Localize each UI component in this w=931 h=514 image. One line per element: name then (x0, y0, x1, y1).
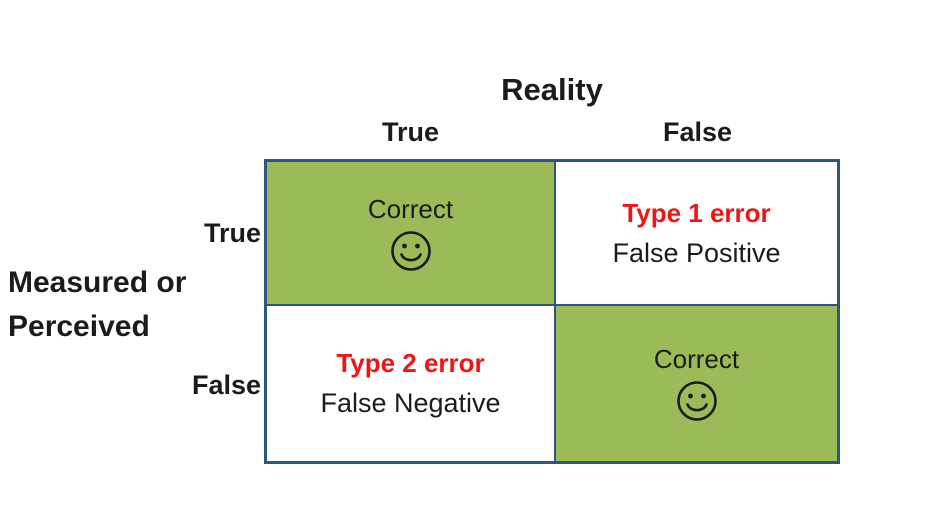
measured-axis-title: Measured or Perceived (8, 261, 186, 349)
cell-true-false-type1-error: Type 1 error False Positive (556, 162, 837, 306)
correct-label: Correct (367, 193, 454, 224)
cell-false-false-correct: Correct (556, 306, 837, 461)
smiley-icon (676, 381, 717, 421)
smiley-icon (390, 230, 431, 271)
type1-error-title: Type 1 error (622, 197, 771, 228)
measured-axis-line1: Measured or (8, 266, 187, 299)
cell-false-true-type2-error: Type 2 error False Negative (267, 306, 556, 461)
correct-label: Correct (653, 344, 740, 374)
false-negative-label: False Negative (320, 388, 501, 418)
row-header-false: False (191, 370, 261, 400)
reality-axis-title: Reality (501, 72, 603, 107)
confusion-matrix-grid: Correct Type 1 error False Positive Type… (264, 159, 840, 464)
cell-true-true-correct: Correct (267, 162, 556, 306)
false-positive-label: False Positive (612, 237, 781, 268)
measured-axis-line2: Perceived (8, 310, 150, 343)
column-header-false: False (662, 117, 733, 147)
type2-error-title: Type 2 error (336, 348, 485, 378)
row-header-true: True (203, 218, 261, 248)
column-header-true: True (381, 117, 440, 147)
